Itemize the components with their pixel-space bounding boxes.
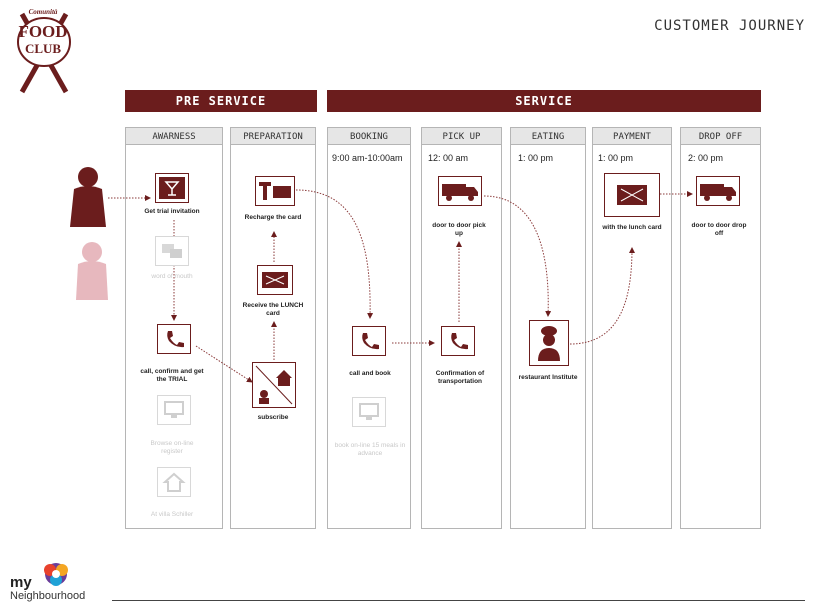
column-header-eating: EATING	[510, 127, 586, 145]
recharge-card-icon	[259, 182, 291, 200]
step-lunchcard-box	[604, 173, 660, 217]
lunch-card-icon	[617, 185, 647, 205]
phone-icon	[451, 333, 468, 350]
step-door-pickup-box	[438, 176, 482, 206]
step-dropoff-box	[696, 176, 740, 206]
speech-bubbles-icon	[162, 244, 182, 258]
lunch-card-icon	[262, 272, 288, 288]
cocktail-invitation-icon	[159, 177, 185, 199]
subscribe-house-chef-icon	[255, 365, 293, 405]
column-header-dropoff: DROP OFF	[680, 127, 761, 145]
time-dropoff: 2: 00 pm	[688, 153, 724, 163]
phone-icon	[362, 333, 379, 350]
phase-service: SERVICE	[327, 90, 761, 112]
page-title: CUSTOMER JOURNEY	[654, 18, 805, 34]
step-word-label: word of mouth	[151, 273, 193, 280]
logo-word-food: FOOD	[18, 22, 68, 41]
time-payment: 1: 00 pm	[598, 153, 634, 163]
step-subscribe-box	[252, 362, 296, 408]
connector-call-subscribe	[195, 345, 253, 383]
time-booking: 9:00 am-10:00am	[332, 153, 403, 163]
column-header-booking: BOOKING	[327, 127, 411, 145]
step-bookonline-label: book on-line 15 meals in advance	[334, 442, 406, 457]
step-confirm-transport-box	[441, 326, 475, 356]
neighbourhood-emblem-icon	[44, 563, 68, 586]
step-word-box	[155, 236, 189, 266]
step-restaurant-box	[529, 320, 569, 366]
step-call-confirm-box	[157, 324, 191, 354]
step-trial-box	[155, 173, 189, 203]
step-recharge-label: Recharge the card	[244, 214, 302, 221]
column-eating	[510, 145, 586, 529]
phase-pre-service: PRE SERVICE	[125, 90, 317, 112]
fork-knife-icon	[17, 12, 71, 94]
computer-icon	[164, 401, 184, 418]
step-browse-box	[157, 395, 191, 425]
footer-neighbourhood: Neighbourhood	[10, 590, 86, 602]
column-header-awareness: AWARNESS	[125, 127, 223, 145]
column-header-preparation: PREPARATION	[230, 127, 316, 145]
step-browse-label: Browse on-line register	[150, 440, 194, 455]
persona-elderly-woman-icon	[70, 167, 106, 227]
chef-icon	[538, 326, 560, 361]
column-dropoff	[680, 145, 761, 529]
time-eating: 1: 00 pm	[518, 153, 554, 163]
column-preparation	[230, 145, 316, 529]
step-restaurant-label: restaurant Institute	[518, 374, 578, 381]
food-club-logo: Comunità FOOD CLUB	[8, 6, 78, 96]
step-door-pickup-label: door to door pick up	[432, 222, 486, 237]
connector-recharge-callbook	[295, 189, 374, 319]
column-header-payment: PAYMENT	[592, 127, 672, 145]
delivery-truck-icon	[442, 184, 478, 201]
computer-icon	[359, 403, 379, 420]
step-callbook-label: call and book	[349, 370, 391, 377]
my-neighbourhood-logo: my Neighbourhood	[8, 560, 108, 605]
step-dropoff-label: door to door drop off	[691, 222, 747, 237]
connector-pickup-restaurant	[483, 195, 552, 317]
step-call-confirm-label: call, confirm and get the TRIAL	[140, 368, 204, 383]
step-villa-label: At villa Schiller	[150, 511, 194, 518]
step-villa-box	[157, 467, 191, 497]
step-trial-label: Get trial invitation	[144, 208, 200, 215]
column-header-pickup: PICK UP	[421, 127, 502, 145]
connector-restaurant-payment	[569, 247, 635, 345]
step-bookonline-box	[352, 397, 386, 427]
step-receive-box	[257, 265, 293, 295]
step-subscribe-label: subscribe	[257, 414, 289, 421]
logo-top-text: Comunità	[28, 8, 58, 16]
step-recharge-box	[255, 176, 295, 206]
phone-icon	[167, 331, 184, 348]
delivery-truck-icon	[700, 184, 736, 201]
step-lunchcard-label: with the lunch card	[602, 224, 662, 231]
step-confirm-transport-label: Confirmation of transportation	[435, 370, 485, 385]
persona-elderly-man-icon	[76, 242, 108, 300]
logo-word-club: CLUB	[24, 41, 62, 56]
footer-my: my	[10, 574, 32, 591]
time-pickup: 12: 00 am	[428, 153, 469, 163]
footer-rule	[112, 600, 805, 601]
house-icon	[162, 472, 186, 492]
step-receive-label: Receive the LUNCH card	[242, 302, 304, 317]
step-callbook-box	[352, 326, 386, 356]
